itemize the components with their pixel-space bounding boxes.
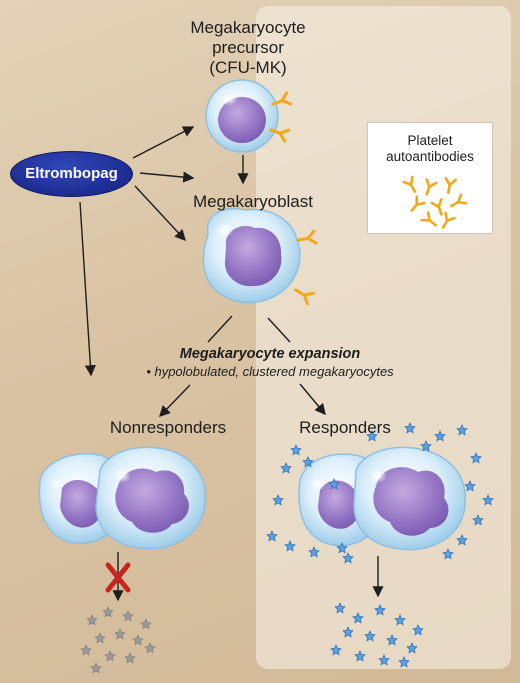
inhibition-x-icon <box>105 562 131 593</box>
precursor-label: Megakaryocyte precursor (CFU-MK) <box>168 18 328 78</box>
nonresponder-platelets <box>80 606 156 674</box>
expansion-arrows <box>159 315 326 418</box>
responders-label: Responders <box>299 418 391 437</box>
nonresponder-cells <box>38 446 206 550</box>
megakaryoblast-cell <box>202 208 301 304</box>
precursor-label-line1: Megakaryocyte <box>190 18 306 37</box>
responders-panel <box>256 6 511 669</box>
autoantibodies-icons <box>402 175 468 232</box>
responder-cells <box>298 446 466 551</box>
expansion-label: Megakaryocyte expansion • hypolobulated,… <box>100 345 440 381</box>
precursor-cell <box>205 79 279 153</box>
megakaryoblast-label: Megakaryoblast <box>192 192 313 211</box>
autoantibodies-label-line1: Platelet <box>407 133 453 148</box>
expansion-title: Megakaryocyte expansion <box>179 346 361 362</box>
expansion-subtitle: • hypolobulated, clustered megakaryocyte… <box>146 364 394 379</box>
nonresponders-label: Nonresponders <box>109 418 227 437</box>
drug-arrows <box>79 126 195 377</box>
precursor-label-line3: (CFU-MK) <box>209 58 287 77</box>
precursor-label-line2: precursor <box>212 38 284 57</box>
autoantibodies-label-line2: autoantibodies <box>386 149 474 164</box>
autoantibodies-label: Platelet autoantibodies <box>368 133 492 165</box>
autoantibodies-box: Platelet autoantibodies <box>367 122 493 234</box>
eltrombopag-badge: Eltrombopag <box>10 151 133 197</box>
